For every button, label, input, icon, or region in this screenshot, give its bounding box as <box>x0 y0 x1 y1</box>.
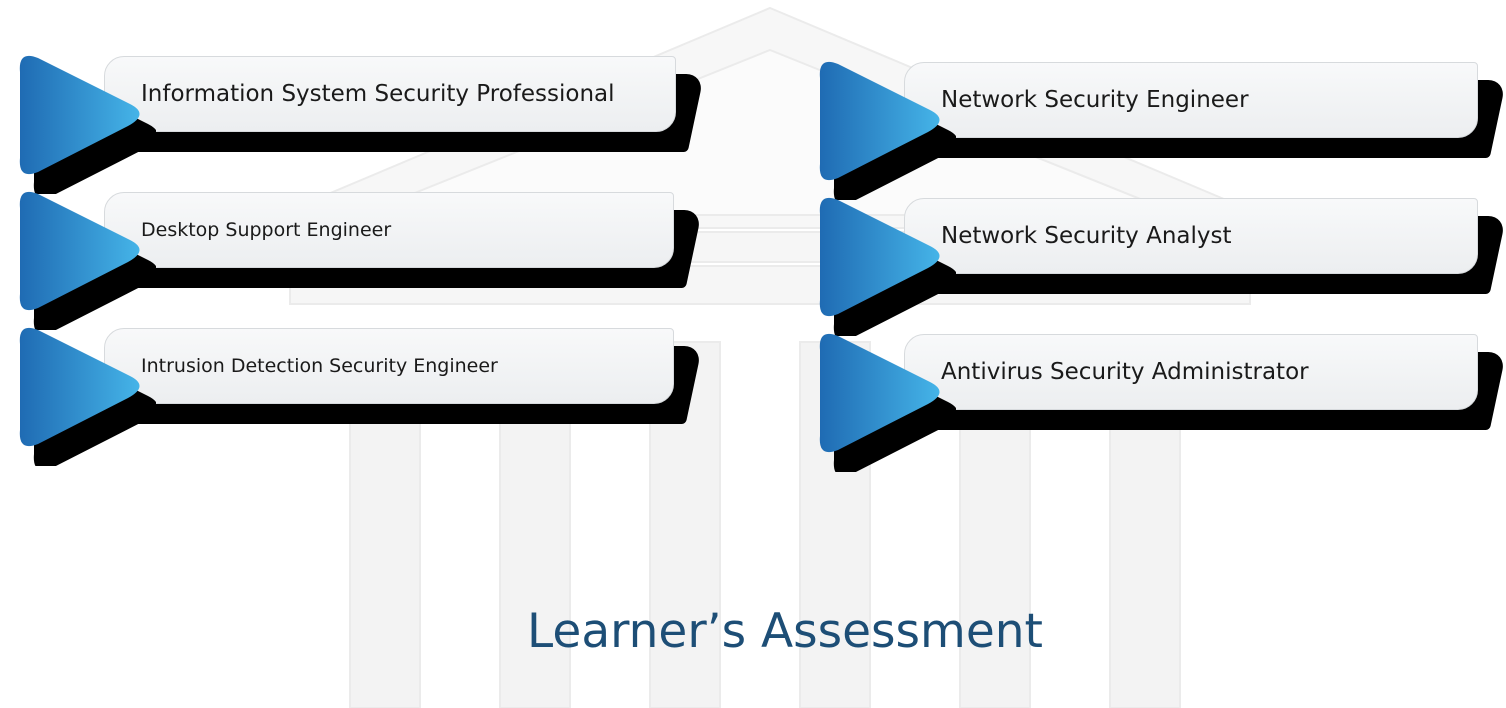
role-box: Antivirus Security Administrator <box>904 334 1478 410</box>
role-box: Information System Security Professional <box>104 56 676 132</box>
play-arrow-icon <box>819 61 956 200</box>
role-label: Network Security Engineer <box>941 87 1249 113</box>
role-label: Desktop Support Engineer <box>141 219 392 241</box>
role-box: Desktop Support Engineer <box>104 192 674 268</box>
role-item: Intrusion Detection Security Engineer <box>6 316 706 466</box>
role-item: Desktop Support Engineer <box>6 180 706 330</box>
role-box: Network Security Analyst <box>904 198 1478 274</box>
role-box: Network Security Engineer <box>904 62 1478 138</box>
role-item: Antivirus Security Administrator <box>806 322 1506 472</box>
role-box: Intrusion Detection Security Engineer <box>104 328 674 404</box>
role-label: Information System Security Professional <box>141 81 615 107</box>
play-arrow-icon <box>819 197 956 336</box>
role-label: Intrusion Detection Security Engineer <box>141 355 498 377</box>
learners-assessment-title: Learner’s Assessment <box>527 604 1043 659</box>
play-arrow-icon <box>19 327 156 466</box>
role-label: Antivirus Security Administrator <box>941 359 1309 385</box>
role-item: Network Security Engineer <box>806 50 1506 200</box>
play-arrow-icon <box>19 55 156 194</box>
role-item: Network Security Analyst <box>806 186 1506 336</box>
play-arrow-icon <box>19 191 156 330</box>
play-arrow-icon <box>819 333 956 472</box>
role-item: Information System Security Professional <box>6 44 706 194</box>
role-label: Network Security Analyst <box>941 223 1232 249</box>
